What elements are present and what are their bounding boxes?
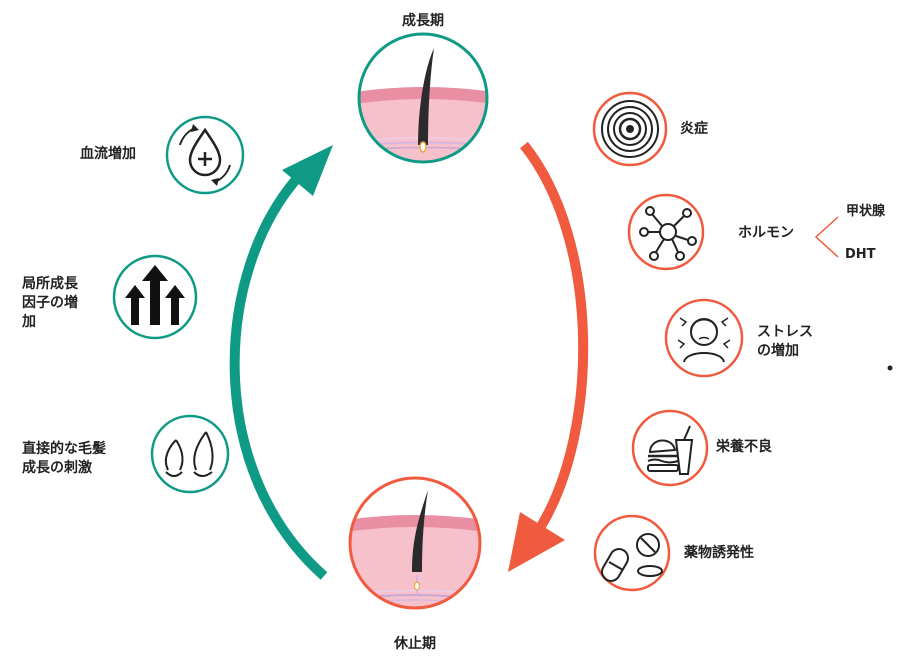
fast-food-icon bbox=[631, 409, 709, 487]
hair-follicle-icon bbox=[150, 414, 230, 494]
green-cycle-arrow bbox=[229, 145, 333, 580]
hormone-type-thyroid: 甲状腺 bbox=[846, 204, 886, 219]
cause-label-hormone: ホルモン bbox=[738, 225, 794, 241]
benefit-label-growth-factor: 局所成長 因子の増 加 bbox=[22, 276, 78, 330]
stressed-person-icon bbox=[664, 298, 744, 378]
hormone-type-dht: DHT bbox=[845, 247, 876, 262]
growth-factor-arrows-icon bbox=[112, 254, 198, 340]
hormone-molecule-icon bbox=[627, 193, 705, 271]
resting-phase-label: 休止期 bbox=[394, 636, 436, 652]
red-cycle-arrow bbox=[508, 141, 589, 572]
inflammation-rings-icon bbox=[592, 91, 668, 167]
pills-icon bbox=[593, 514, 671, 592]
growth-phase-label: 成長期 bbox=[402, 13, 444, 29]
cause-label-stress: ストレス の増加 bbox=[757, 324, 813, 359]
resting-phase-illustration bbox=[348, 476, 482, 610]
bullet-dot bbox=[887, 365, 893, 371]
growth-phase-illustration bbox=[357, 32, 489, 164]
blood-flow-icon bbox=[165, 115, 245, 195]
cause-label-inflammation: 炎症 bbox=[680, 121, 708, 137]
cause-label-malnutrition: 栄養不良 bbox=[716, 439, 772, 455]
cause-label-drug-induced: 薬物誘発性 bbox=[684, 545, 754, 561]
benefit-label-hair-stimulation: 直接的な毛髪 成長の刺激 bbox=[22, 441, 106, 476]
benefit-label-blood-flow: 血流増加 bbox=[80, 146, 136, 162]
hormone-bracket bbox=[814, 216, 839, 258]
